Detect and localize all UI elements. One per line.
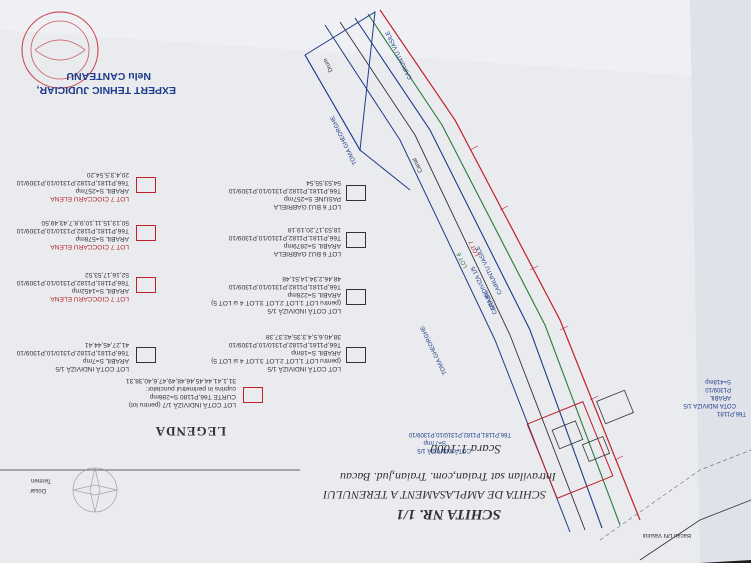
legend-item-7-l1: LOT 7 CIOCCARU ELENA [50,243,129,250]
top-right-lot-label: COTA INDIVIZA 1/5 [683,402,736,408]
parcel-plan [304,9,751,561]
legend-item-3-l4: T66,P1181,P1182,P1310/10,P1309/10 [228,341,341,348]
document-subtitle-2: Intravilan sat Traian,com. Traian,jud. B… [339,470,556,484]
legend-item-2-l2: ARABIL S=7mp [82,357,129,364]
seal [21,11,99,89]
legend-item-8-l1: LOT 6 BUJ GABRIELA [273,203,341,210]
legend-item-9-l3: T66,P1181,P1182,P1310/10,P1309/10 [16,179,129,186]
bottom-lot-label: COTĂ INDIVIZĂ 1/5 [417,447,471,453]
neighbor-label-3: TOMA GHEORGHE [329,114,359,166]
legend-item-2-l3: T66,P1181,P1182,P1310/10,P1309/10 [16,349,129,356]
expert-stamp-title: EXPERT TEHNIC JUDICIAR, [36,84,176,96]
side-stamp-termen: Termen [30,477,51,483]
legend-swatch-6 [346,232,366,248]
legend-item-8-l4: 54,53,55,54 [306,179,341,186]
neighbor-label-4: CAIRUNTU VASILE [385,29,414,81]
legend-item-5-l3: T66,P1181,P1182,P1310/10,P1309/10 [16,279,129,286]
bottom-area-label: S=77mp [423,439,446,445]
legend-item-9-l4: 20,4,3,5,54,20 [86,171,129,178]
legend-item-2-l1: LOT COTĂ INDIVIZĂ 1/5 [55,365,129,372]
document-title: SCHITA NR. 1/1 [396,506,501,522]
legend-item-4-l5: 48,46,2,34,14,51,48 [282,275,341,282]
legend-swatch-4 [346,289,366,305]
parcel-boundary-green [367,13,621,526]
legend-item-1-l4: 31,1,41,44,45,46,48,49,47,6,40,38,31 [126,377,236,384]
document-subtitle-1: SCHITA DE AMPLASAMENT A TERENULUI [323,488,546,502]
mid-cota-label: COTA INDIVIZA 1/5 [470,265,499,315]
top-right-area-label: S=418mp [705,378,731,384]
legend-item-8-l2: PASUNE S=257mp [284,195,341,202]
expert-stamp-name: Nelu CANTEANU [66,70,151,82]
canal-label: Canal [412,156,425,174]
legend-item-6-l2: ARABIL S=2879mp [283,242,341,249]
legend-item-3-l3: ARABIL S=18mp [291,349,341,356]
legend-item-7-l3: T66,P1181,P1182,P1310/10,P1309/10 [16,227,129,234]
legend-item-1-l2: CURTE T66,P1180 S=286mp [149,393,236,400]
legend-swatch-1 [243,387,263,403]
legend-swatch-7 [136,225,156,241]
legend-item-8-l3: T66,P1181,P1182,P1310/10,P1309/10 [228,187,341,194]
legend-item-1-l3: cuprins in perimetrul punctelor: [145,385,236,392]
bottom-parcels-label: T66,P1181,P1182,P1310/10,P1309/10 [408,431,511,437]
drum-label: Drum [322,57,335,73]
legend-swatch-2 [136,347,156,363]
legend-swatch-5 [136,277,156,293]
parcel-boundary-black [339,21,586,531]
legend-item-6-l1: LOT 6 BUJ GABRIELA [273,250,341,257]
legend-item-6-l3: T66,P1181,P1182,P1310/10,P1309/10 [228,234,341,241]
legend-item-5-l2: ARABIL S=1452mp [71,287,129,294]
legend-swatch-8 [346,185,366,201]
legend-item-3-l5: 38,40,6,5,4,3,35,42,37,38 [265,333,341,340]
legend-item-1-l1: LOT COTĂ INDIVIZĂ 1/7 (pentru lot) [128,401,236,408]
legend-item-5-l4: 52,16,17,53,52 [85,271,129,278]
legend-item-7-l2: ARABIL S=578mp [75,235,129,242]
legend-item-2-l4: 41,27,45,44,41 [85,341,129,348]
legend-item-4-l4: T66,P1181,P1182,P1310/10,P1309/10 [228,283,341,290]
side-stamp-dosar: Dosar [29,487,46,493]
legend-item-6-l4: 18,53,17,20,19,18 [287,226,341,233]
top-right-parcel-label: P1309/10 [705,386,731,392]
top-right-use-label: ARABIL [709,394,731,400]
strip-lot6-label: LOT 6 [456,251,470,269]
parcel-boundary-blue [354,17,603,529]
legend-item-3-l1: LOT COTĂ INDIVIZĂ 1/5 [267,365,341,372]
road-label: Bacau DN Vasului [642,532,691,538]
parcel-boundary-red [379,9,641,521]
legend-item-9-l1: LOT 7 CIOCCARU ELENA [50,195,129,202]
legend-item-4-l2: (pentru LOT 1,LOT 2,LOT 3,LOT 4 si LOT 5… [211,299,341,306]
north-rosette [72,467,118,513]
legend-item-7-l4: 50,13,15,11,10,9,8,7,43,49,50 [41,219,129,226]
legend-item-3-l2: (pentru LOT 1,LOT 2,LOT 3,LOT 4 si LOT 5… [211,357,341,364]
legend-heading: LEGENDA [154,424,226,439]
neighbor-label-1: TOMA GHEORGHE [419,324,449,376]
top-right-parcels-label: T66,P1181 [717,410,746,416]
legend-item-4-l1: LOT COTĂ INDIVIZĂ 1/5 [267,307,341,314]
legend-item-5-l1: LOT 7 CIOCCARU ELENA [50,295,129,302]
legend-swatch-9 [136,177,156,193]
legend-swatch-3 [346,347,366,363]
legend-item-4-l3: ARABIL S=228mp [287,291,341,298]
legend-item-9-l2: ARABIL S=257mp [75,187,129,194]
